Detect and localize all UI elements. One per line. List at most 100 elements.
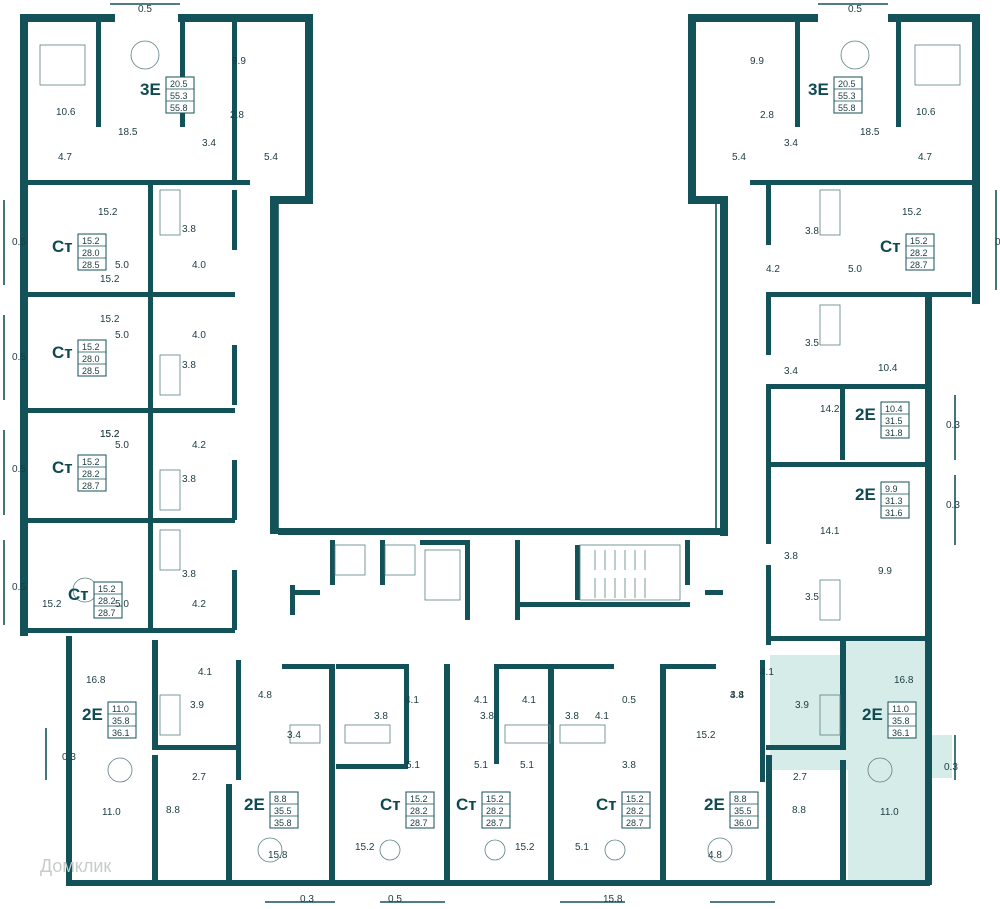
apartment-badge[interactable]: 2Е 10.4 31.5 31.8 xyxy=(855,401,910,439)
room-area-label: 0.3 xyxy=(944,762,958,773)
room-area-label: 16.8 xyxy=(86,675,106,686)
room-area-label: 0.5 xyxy=(622,695,636,706)
room-area-label: 4.2 xyxy=(192,599,206,610)
area-value: 15.2 xyxy=(82,342,100,352)
room-area-label: 15.2 xyxy=(100,429,120,440)
room-area-label: 3.8 xyxy=(805,226,819,237)
room-area-label: 4.8 xyxy=(730,690,744,701)
right-wing-walls xyxy=(688,14,980,645)
room-area-label: 15.8 xyxy=(603,894,623,905)
area-value: 35.8 xyxy=(112,716,130,726)
area-value: 55.3 xyxy=(838,91,856,101)
area-box xyxy=(481,791,511,829)
selected-apartment-highlight[interactable] xyxy=(770,640,952,880)
room-area-label: 3.4 xyxy=(784,138,798,149)
area-value: 31.6 xyxy=(885,508,903,518)
apartment-type-code: 2Е xyxy=(704,795,725,814)
room-area-label: 3.4 xyxy=(784,366,798,377)
room-area-label: 2.7 xyxy=(793,772,807,783)
room-area-label: 11.0 xyxy=(102,807,121,818)
room-area-label: 15.2 xyxy=(355,842,375,853)
room-area-label: 3.8 xyxy=(622,760,636,771)
area-value: 35.8 xyxy=(892,716,910,726)
area-box xyxy=(880,401,910,439)
room-area-label: 15.2 xyxy=(42,599,62,610)
room-area-label: 2.8 xyxy=(760,110,774,121)
area-value: 15.2 xyxy=(410,794,428,804)
apartment-type-code: Ст xyxy=(52,237,73,256)
room-area-label: 0.5 xyxy=(12,582,26,593)
apartment-type-code: 2Е xyxy=(855,405,876,424)
area-value: 28.7 xyxy=(82,481,100,491)
area-box xyxy=(833,76,863,114)
room-area-label: 11.0 xyxy=(880,807,899,818)
apartment-type-code: Ст xyxy=(596,795,617,814)
area-value: 31.8 xyxy=(885,428,903,438)
room-area-label: 3.8 xyxy=(182,224,196,235)
area-value: 28.7 xyxy=(98,608,116,618)
room-area-label: 16.8 xyxy=(894,675,914,686)
area-box xyxy=(77,233,107,271)
room-area-label: 5.1 xyxy=(520,760,534,771)
apartment-type-code: 2Е xyxy=(82,705,103,724)
area-box xyxy=(93,581,123,619)
room-area-label: 15.2 xyxy=(515,842,535,853)
room-area-label: 0.5 xyxy=(388,894,402,905)
room-area-label: 4.7 xyxy=(918,152,932,163)
room-area-label: 2.7 xyxy=(192,772,206,783)
room-area-label: 3.8 xyxy=(182,569,196,580)
area-box xyxy=(77,339,107,377)
room-area-label: 10.6 xyxy=(916,107,936,118)
room-area-label: 15.2 xyxy=(100,429,120,440)
room-area-label: 9.9 xyxy=(750,56,764,67)
area-value: 31.3 xyxy=(885,496,903,506)
room-area-label: 4.1 xyxy=(474,695,488,706)
room-area-label: 4.2 xyxy=(192,440,206,451)
apartment-type-code: 3Е xyxy=(140,80,161,99)
area-box xyxy=(905,233,935,271)
area-box xyxy=(269,791,299,829)
area-value: 28.7 xyxy=(410,818,428,828)
room-area-label: 5.0 xyxy=(115,440,129,451)
room-area-label: 4.8 xyxy=(708,850,722,861)
area-value: 31.5 xyxy=(885,416,903,426)
room-area-label: 4.1 xyxy=(760,667,774,678)
room-area-label: 3.8 xyxy=(374,711,388,722)
area-value: 28.7 xyxy=(486,818,504,828)
area-value: 35.5 xyxy=(734,806,752,816)
room-area-label: 0.5 xyxy=(12,464,26,475)
area-value: 55.8 xyxy=(838,103,856,113)
room-area-label: 9.9 xyxy=(232,56,246,67)
area-value: 10.4 xyxy=(885,404,903,414)
room-area-label: 2.8 xyxy=(230,110,244,121)
room-area-label: 8.8 xyxy=(166,805,180,816)
room-area-label: 4.0 xyxy=(192,260,206,271)
room-area-label: 5.4 xyxy=(732,152,746,163)
room-area-label: 3.8 xyxy=(565,711,579,722)
room-area-label: 3.8 xyxy=(182,360,196,371)
central-core-walls xyxy=(278,528,723,620)
room-area-label: 15.2 xyxy=(98,207,118,218)
area-value: 35.5 xyxy=(274,806,292,816)
room-area-label: 8.8 xyxy=(792,805,806,816)
apartment-type-code: Ст xyxy=(68,585,89,604)
room-area-label: 5.0 xyxy=(115,599,129,610)
room-area-label: 0.5 xyxy=(12,237,26,248)
